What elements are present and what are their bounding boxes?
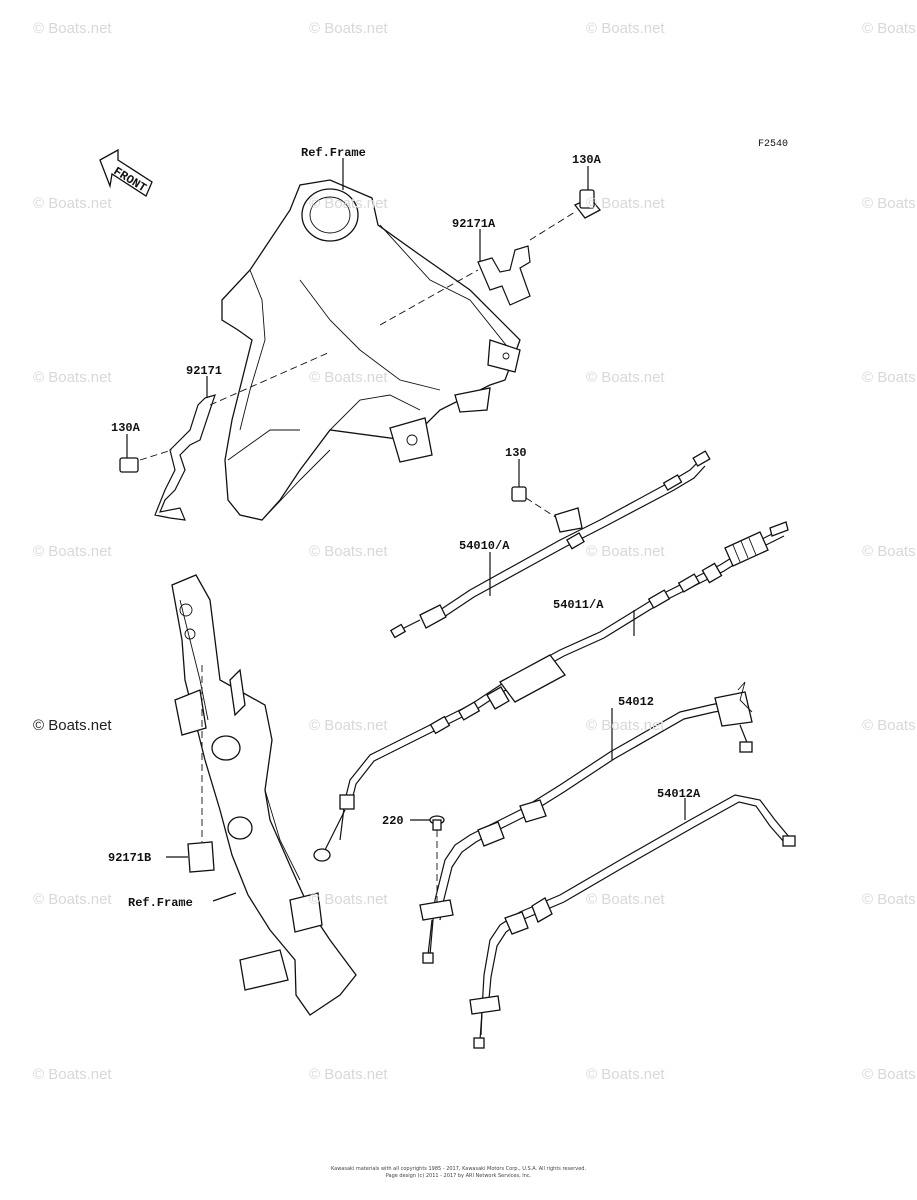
label-92171: 92171 — [186, 364, 222, 378]
watermark: © Boats.net — [862, 195, 917, 212]
copyright-footer: Kawasaki materials with all copyrights 1… — [0, 1166, 917, 1180]
watermark: © Boats.net — [586, 543, 665, 560]
footer-line-1: Kawasaki materials with all copyrights 1… — [330, 1166, 587, 1172]
watermark: © Boats.net — [33, 1066, 112, 1083]
watermark: © Boats.net — [862, 891, 917, 908]
bolt-130 — [511, 486, 583, 533]
frame-upper-illustration — [221, 179, 521, 521]
cable-54011A — [313, 521, 789, 862]
watermark: © Boats.net — [586, 1066, 665, 1083]
label-92171B: 92171B — [108, 851, 151, 865]
watermark: © Boats.net — [33, 20, 112, 37]
watermark: © Boats.net — [309, 891, 388, 908]
watermark: © Boats.net — [862, 543, 917, 560]
cable-54012 — [419, 681, 753, 964]
watermark: © Boats.net — [309, 195, 388, 212]
cable-54012A — [469, 794, 796, 1049]
label-130A-top: 130A — [572, 153, 602, 167]
footer-line-2: Page design (c) 2011 - 2017 by ARI Netwo… — [385, 1173, 532, 1179]
bolt-130A-left — [119, 457, 139, 473]
watermark: © Boats.net — [309, 543, 388, 560]
watermark: © Boats.net — [33, 195, 112, 212]
watermark: © Boats.net — [586, 369, 665, 386]
label-220: 220 — [382, 814, 404, 828]
label-54012A: 54012A — [657, 787, 701, 801]
label-92171A: 92171A — [452, 217, 496, 231]
cable-54010A — [389, 450, 711, 639]
label-130: 130 — [505, 446, 527, 460]
label-130A-left: 130A — [111, 421, 141, 435]
bolt-130A-top — [573, 189, 602, 219]
clamp-92171B — [187, 665, 215, 873]
watermark: © Boats.net — [586, 195, 665, 212]
watermark: © Boats.net — [586, 20, 665, 37]
screw-220 — [429, 815, 445, 905]
figure-code: F2540 — [758, 139, 788, 150]
watermark: © Boats.net — [862, 1066, 917, 1083]
watermark: © Boats.net — [33, 891, 112, 908]
label-ref-frame-top: Ref.Frame — [301, 146, 366, 160]
watermark: © Boats.net — [862, 20, 917, 37]
watermark: © Boats.net — [586, 891, 665, 908]
watermark: © Boats.net — [309, 1066, 388, 1083]
watermark-main: © Boats.net — [33, 717, 112, 734]
bracket-92171A — [379, 211, 576, 326]
label-ref-frame-bottom: Ref.Frame — [128, 896, 193, 910]
front-arrow-icon: FRONT — [99, 148, 153, 197]
watermark: © Boats.net — [309, 717, 388, 734]
bracket-92171 — [139, 351, 331, 521]
watermark: © Boats.net — [33, 369, 112, 386]
watermark: © Boats.net — [586, 717, 665, 734]
label-54010A: 54010/A — [459, 539, 510, 553]
frame-lower-illustration — [171, 574, 357, 1016]
label-54012: 54012 — [618, 695, 654, 709]
watermark: © Boats.net — [862, 369, 917, 386]
leader-ref-frame-bottom — [212, 892, 237, 902]
label-54011A: 54011/A — [553, 598, 604, 612]
watermark: © Boats.net — [309, 369, 388, 386]
watermark: © Boats.net — [33, 543, 112, 560]
watermark: © Boats.net — [862, 717, 917, 734]
watermark: © Boats.net — [309, 20, 388, 37]
